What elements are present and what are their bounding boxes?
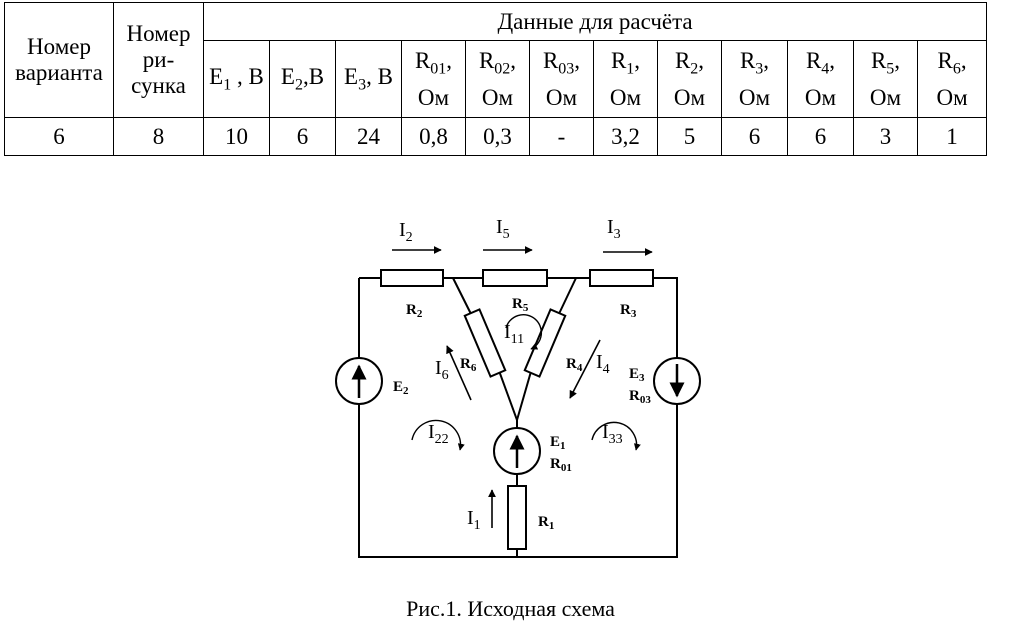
label-r03: R03 [629, 388, 651, 406]
cell-figure: 8 [113, 117, 204, 156]
header-param-7: R2,Ом [657, 40, 722, 118]
label-r1: R1 [538, 514, 554, 532]
label-i1: I1 [467, 507, 481, 533]
label-e3: E3 [629, 366, 645, 384]
header-param-8: R3,Ом [721, 40, 788, 118]
label-r5: R5 [512, 296, 529, 314]
header-param-11: R6,Ом [916, 40, 988, 118]
header-param-5: R03,Ом [529, 40, 594, 118]
i6-arrow [446, 345, 472, 401]
resistor-r1 [507, 485, 527, 550]
loop-i33-arc [591, 421, 641, 451]
cell-value-11: 1 [916, 117, 988, 156]
resistor-r2 [380, 269, 444, 287]
wire-r4-bottom [516, 367, 533, 421]
loop-i11-arc [505, 314, 543, 350]
label-r2: R2 [406, 302, 423, 320]
label-e2: E2 [393, 379, 409, 397]
wire-r6-top [452, 277, 474, 319]
circuit-diagram: I2 I5 I3 I6 I4 I1 I11 I22 I33 R2 R5 R3 R… [335, 216, 701, 558]
cell-value-4: 0,3 [465, 117, 530, 156]
cell-value-0: 10 [203, 117, 270, 156]
cell-variant: 6 [4, 117, 114, 156]
cell-value-6: 3,2 [593, 117, 658, 156]
header-param-6: R1,Ом [593, 40, 658, 118]
cell-value-3: 0,8 [401, 117, 466, 156]
label-r3: R3 [620, 302, 637, 320]
label-e1: E1 [550, 434, 566, 452]
label-i11: I11 [504, 321, 524, 347]
wire-r6-bottom [497, 367, 518, 421]
figure-caption: Рис.1. Исходная схема [406, 596, 615, 621]
data-table: Номер варианта Номер ри- сунка Данные дл… [4, 2, 988, 156]
label-i22: I22 [428, 421, 449, 447]
header-param-2: E3, В [335, 40, 402, 118]
wire-right-top [653, 277, 678, 358]
label-i5: I5 [496, 216, 510, 242]
resistor-r5 [482, 269, 548, 287]
label-r4: R4 [566, 356, 583, 374]
cell-value-9: 6 [787, 117, 854, 156]
resistor-r6 [463, 308, 507, 378]
loop-i22-arc [411, 419, 465, 451]
header-param-0: E1 , В [203, 40, 270, 118]
label-i4: I4 [596, 351, 610, 377]
resistor-r3 [589, 269, 654, 287]
wire-r4-top [556, 277, 577, 319]
label-r01: R01 [550, 456, 572, 474]
label-i3: I3 [607, 216, 621, 242]
resistor-r4 [523, 308, 567, 378]
label-r6: R6 [460, 356, 477, 374]
label-i33: I33 [602, 421, 623, 447]
cell-value-7: 5 [657, 117, 722, 156]
cell-value-8: 6 [721, 117, 788, 156]
header-param-10: R5,Ом [853, 40, 918, 118]
label-i2: I2 [399, 219, 413, 245]
header-variant: Номер варианта [4, 2, 114, 118]
header-param-3: R01,Ом [401, 40, 466, 118]
header-param-9: R4,Ом [787, 40, 854, 118]
header-param-4: R02,Ом [465, 40, 530, 118]
cell-value-10: 3 [853, 117, 918, 156]
i4-arrow [569, 339, 601, 399]
label-i6: I6 [435, 357, 449, 383]
